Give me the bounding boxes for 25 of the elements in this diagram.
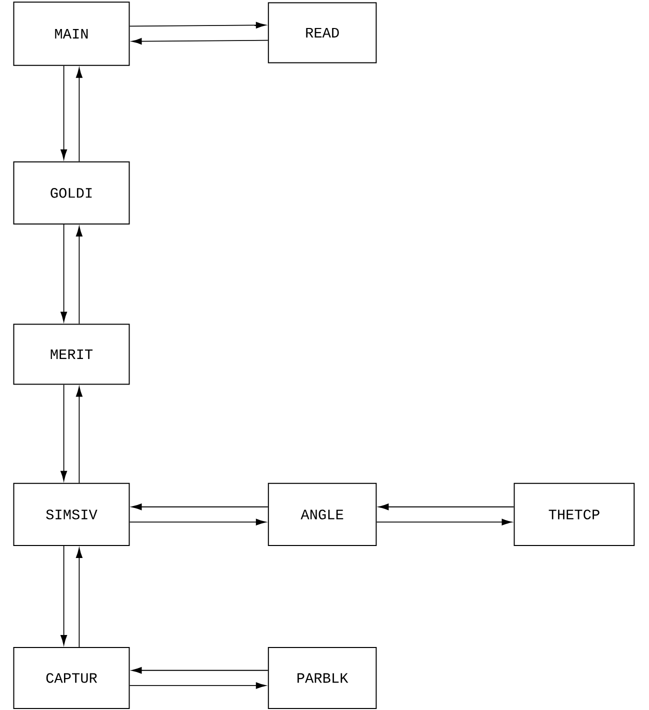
arrow [132, 38, 268, 45]
arrow [376, 518, 512, 526]
process-box: READ [268, 2, 377, 64]
arrow [132, 504, 268, 510]
process-box: GOLDI [13, 161, 130, 224]
arrow [76, 548, 82, 648]
process-box: THETCP [514, 482, 635, 546]
arrow [60, 224, 68, 322]
process-box: MERIT [13, 324, 130, 385]
process-box: PARBLK [268, 646, 377, 709]
arrow [378, 504, 514, 510]
process-box: ANGLE [268, 482, 377, 546]
arrow [132, 667, 268, 674]
arrow [76, 226, 82, 324]
process-box: MAIN [13, 2, 130, 66]
arrow [60, 65, 68, 160]
arrow [129, 518, 266, 526]
arrow [76, 68, 82, 162]
process-box: CAPTUR [13, 646, 130, 709]
process-box: SIMSIV [13, 482, 130, 546]
arrow [60, 384, 68, 482]
arrow [129, 22, 266, 28]
arrow [60, 546, 68, 646]
arrow [76, 386, 82, 484]
arrow [129, 682, 266, 689]
